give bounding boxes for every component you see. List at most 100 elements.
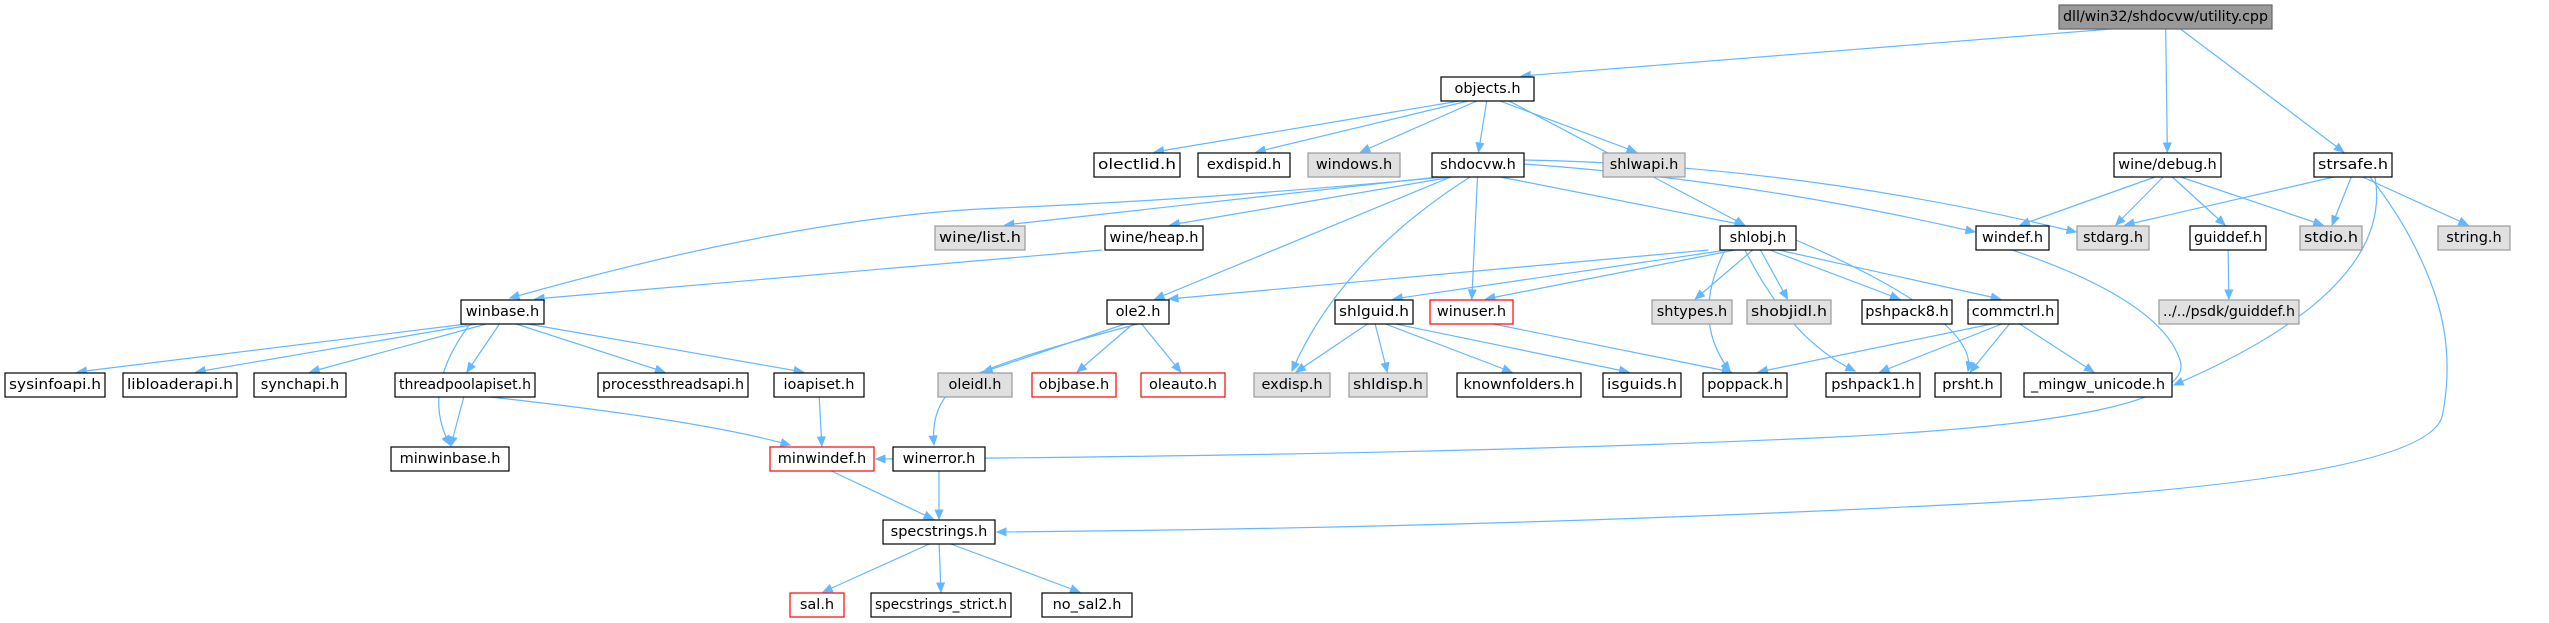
node-label: pshpack8.h xyxy=(1865,304,1948,320)
node-box xyxy=(934,225,1026,251)
edge-strsafe_h-to-stdio_h xyxy=(2331,176,2352,227)
node-label: _mingw_unicode.h xyxy=(2030,377,2165,393)
edge-objects_h-to-olectlid_h xyxy=(1153,100,1460,155)
node-shdocvw-h[interactable]: shdocvw.h xyxy=(1431,152,1525,178)
edge-threadpoolapiset_h-to-minwindef_h xyxy=(489,396,792,447)
node-sysinfoapi-h[interactable]: sysinfoapi.h xyxy=(4,372,106,398)
node-no-sal2-h[interactable]: no_sal2.h xyxy=(1041,592,1133,618)
node-exdispid-h[interactable]: exdispid.h xyxy=(1197,152,1291,178)
node-knownfolders-h[interactable]: knownfolders.h xyxy=(1456,372,1582,398)
node-shlwapi-h: shlwapi.h xyxy=(1602,152,1686,178)
edge-root-to-strsafe_h xyxy=(2180,28,2345,153)
edge-wine_debug_h-to-guiddef_h xyxy=(2171,176,2226,226)
node-root[interactable]: dll/win32/shdocvw/utility.cpp xyxy=(2058,4,2273,30)
node-box xyxy=(1348,372,1428,398)
edge-strsafe_h-to-mingw_unicode_h xyxy=(2172,176,2378,386)
node-box xyxy=(1093,152,1181,178)
node-shldisp-h: shldisp.h xyxy=(1348,372,1428,398)
node-box xyxy=(2313,152,2393,178)
node-box xyxy=(1041,592,1133,618)
node-specstrings-h[interactable]: specstrings.h xyxy=(882,519,996,545)
node-prsht-h[interactable]: prsht.h xyxy=(1934,372,2002,398)
node-ioapiset-h[interactable]: ioapiset.h xyxy=(773,372,865,398)
node-sal-h[interactable]: sal.h xyxy=(789,592,845,618)
node-ole2-h[interactable]: ole2.h xyxy=(1106,299,1170,325)
node-wine-heap-h[interactable]: wine/heap.h xyxy=(1104,225,1204,251)
node-commctrl-h[interactable]: commctrl.h xyxy=(1967,299,2059,325)
node-label: shtypes.h xyxy=(1657,304,1728,320)
edge-shdocvw_h-to-exdisp_h xyxy=(1291,176,1471,373)
node-minwinbase-h[interactable]: minwinbase.h xyxy=(390,446,510,472)
node-wine-debug-h[interactable]: wine/debug.h xyxy=(2113,152,2222,178)
node-label: no_sal2.h xyxy=(1053,597,1122,613)
node-box xyxy=(2076,225,2150,251)
edge-shlobj_h-to-ole2_h xyxy=(1167,249,1709,303)
node-label: libloaderapi.h xyxy=(127,377,233,393)
node-label: knownfolders.h xyxy=(1464,377,1575,393)
edge-shdocvw_h-to-windef_h xyxy=(1523,163,1977,235)
node-box xyxy=(1440,76,1535,102)
edge-shdocvw_h-to-stdarg_h xyxy=(1523,159,2078,235)
node-box xyxy=(1140,372,1226,398)
node-label: wine/list.h xyxy=(939,230,1021,246)
node-minwindef-h[interactable]: minwindef.h xyxy=(769,446,875,472)
node-shlguid-h[interactable]: shlguid.h xyxy=(1334,299,1414,325)
node-box xyxy=(1307,152,1401,178)
node-winuser-h[interactable]: winuser.h xyxy=(1429,299,1514,325)
edge-wine_debug_h-to-stdio_h xyxy=(2180,176,2325,227)
node-layer: dll/win32/shdocvw/utility.cpp objects.h wi… xyxy=(4,4,2511,618)
node-synchapi-h[interactable]: synchapi.h xyxy=(253,372,347,398)
node-box xyxy=(394,372,536,398)
node-oleauto-h[interactable]: oleauto.h xyxy=(1140,372,1226,398)
node-pshpack8-h[interactable]: pshpack8.h xyxy=(1861,299,1953,325)
node-specstrings-strict-h[interactable]: specstrings_strict.h xyxy=(870,592,1012,618)
node-shtypes-h: shtypes.h xyxy=(1651,299,1733,325)
node-poppack-h[interactable]: poppack.h xyxy=(1702,372,1788,398)
node-label: sysinfoapi.h xyxy=(9,377,101,393)
node-libloaderapi-h[interactable]: libloaderapi.h xyxy=(122,372,238,398)
node-box xyxy=(1253,372,1331,398)
node-pshpack1-h[interactable]: pshpack1.h xyxy=(1825,372,1921,398)
node-label: exdispid.h xyxy=(1207,157,1281,173)
node-string-h: string.h xyxy=(2437,225,2511,251)
edge-commctrl_h-to-pshpack1_h xyxy=(1878,323,2003,373)
node-objects-h[interactable]: objects.h xyxy=(1440,76,1535,102)
edge-ole2_h-to-objbase_h xyxy=(1076,323,1134,373)
node-processthreadsapi-h[interactable]: processthreadsapi.h xyxy=(597,372,749,398)
node-olectlid-h[interactable]: olectlid.h xyxy=(1093,152,1181,178)
node-shobjidl-h: shobjidl.h xyxy=(1746,299,1832,325)
node-isguids-h[interactable]: isguids.h xyxy=(1602,372,1682,398)
node-label: poppack.h xyxy=(1707,377,1783,393)
node-mingw-unicode-h[interactable]: _mingw_unicode.h xyxy=(2023,372,2173,398)
node-label: commctrl.h xyxy=(1972,304,2055,320)
edge-shlguid_h-to-exdisp_h xyxy=(1295,323,1368,373)
node-winbase-h[interactable]: winbase.h xyxy=(460,299,545,325)
node-box xyxy=(1031,372,1117,398)
edge-objects_h-to-shdocvw_h xyxy=(1475,100,1488,154)
edge-winbase_h-to-synchapi_h xyxy=(308,323,487,374)
edge-shdocvw_h-to-winuser_h xyxy=(1467,176,1479,301)
node-label: processthreadsapi.h xyxy=(602,377,744,393)
node-label: winbase.h xyxy=(466,304,539,320)
node-box xyxy=(390,446,510,472)
edge-threadpoolapiset_h-to-minwinbase_h xyxy=(448,396,465,448)
node-strsafe-h[interactable]: strsafe.h xyxy=(2313,152,2393,178)
node-winerror-h[interactable]: winerror.h xyxy=(892,446,986,472)
node-box xyxy=(1602,372,1682,398)
edge-shlguid_h-to-shldisp_h xyxy=(1374,323,1390,374)
node-guiddef-h[interactable]: guiddef.h xyxy=(2189,225,2267,251)
node-threadpoolapiset-h[interactable]: threadpoolapiset.h xyxy=(394,372,536,398)
edge-shlobj_h-to-commctrl_h xyxy=(1778,249,2002,302)
node-box xyxy=(769,446,875,472)
node-windef-h[interactable]: windef.h xyxy=(1975,225,2050,251)
node-shlobj-h[interactable]: shlobj.h xyxy=(1719,225,1797,251)
edge-winbase_h-to-ioapiset_h xyxy=(527,323,805,375)
edge-winbase_h-to-libloaderapi_h xyxy=(194,323,477,375)
node-box xyxy=(1106,299,1170,325)
edge-guiddef_h-to-psdk_guiddef_h xyxy=(2224,249,2234,301)
node-psdk-guiddef-h: ../../psdk/guiddef.h xyxy=(2158,299,2300,325)
node-label: minwindef.h xyxy=(778,451,866,467)
node-box xyxy=(2113,152,2222,178)
node-objbase-h[interactable]: objbase.h xyxy=(1031,372,1117,398)
node-box xyxy=(2158,299,2300,325)
